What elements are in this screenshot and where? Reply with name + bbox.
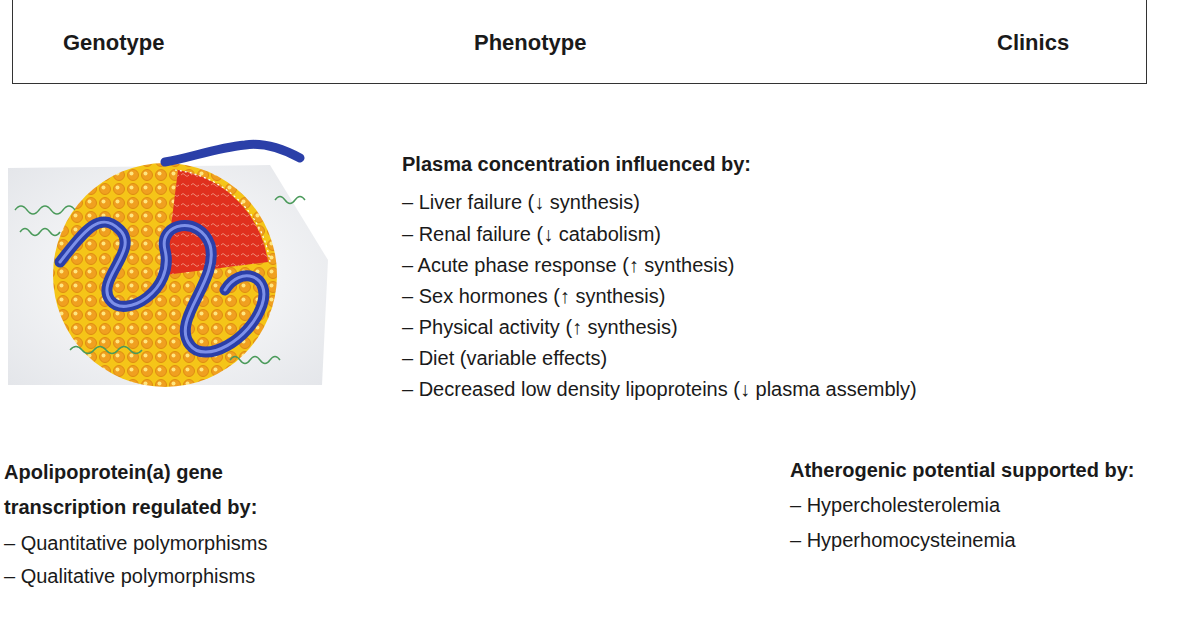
list-item: – Diet (variable effects) — [402, 343, 607, 374]
list-item: – Hyperhomocysteinemia — [790, 525, 1016, 556]
list-item: – Quantitative polymorphisms — [4, 528, 267, 559]
list-item: – Acute phase response (↑ synthesis) — [402, 250, 734, 281]
list-item: – Hypercholesterolemia — [790, 490, 1000, 521]
section-heading: Plasma concentration influenced by: — [402, 149, 751, 180]
list-item: – Sex hormones (↑ synthesis) — [402, 281, 665, 312]
column-heading: Clinics — [997, 30, 1069, 56]
list-item: – Renal failure (↓ catabolism) — [402, 219, 661, 250]
section-heading: Atherogenic potential supported by: — [790, 455, 1134, 486]
section-heading: Apolipoprotein(a) gene transcription reg… — [4, 455, 334, 525]
list-item: – Decreased low density lipoproteins (↓ … — [402, 374, 917, 405]
list-item: – Qualitative polymorphisms — [4, 561, 255, 592]
list-item: – Physical activity (↑ synthesis) — [402, 312, 678, 343]
list-item: – Liver failure (↓ synthesis) — [402, 187, 640, 218]
column-heading: Genotype — [63, 30, 164, 56]
column-heading: Phenotype — [474, 30, 586, 56]
header-band: Genotype Phenotype Clinics — [12, 0, 1147, 84]
